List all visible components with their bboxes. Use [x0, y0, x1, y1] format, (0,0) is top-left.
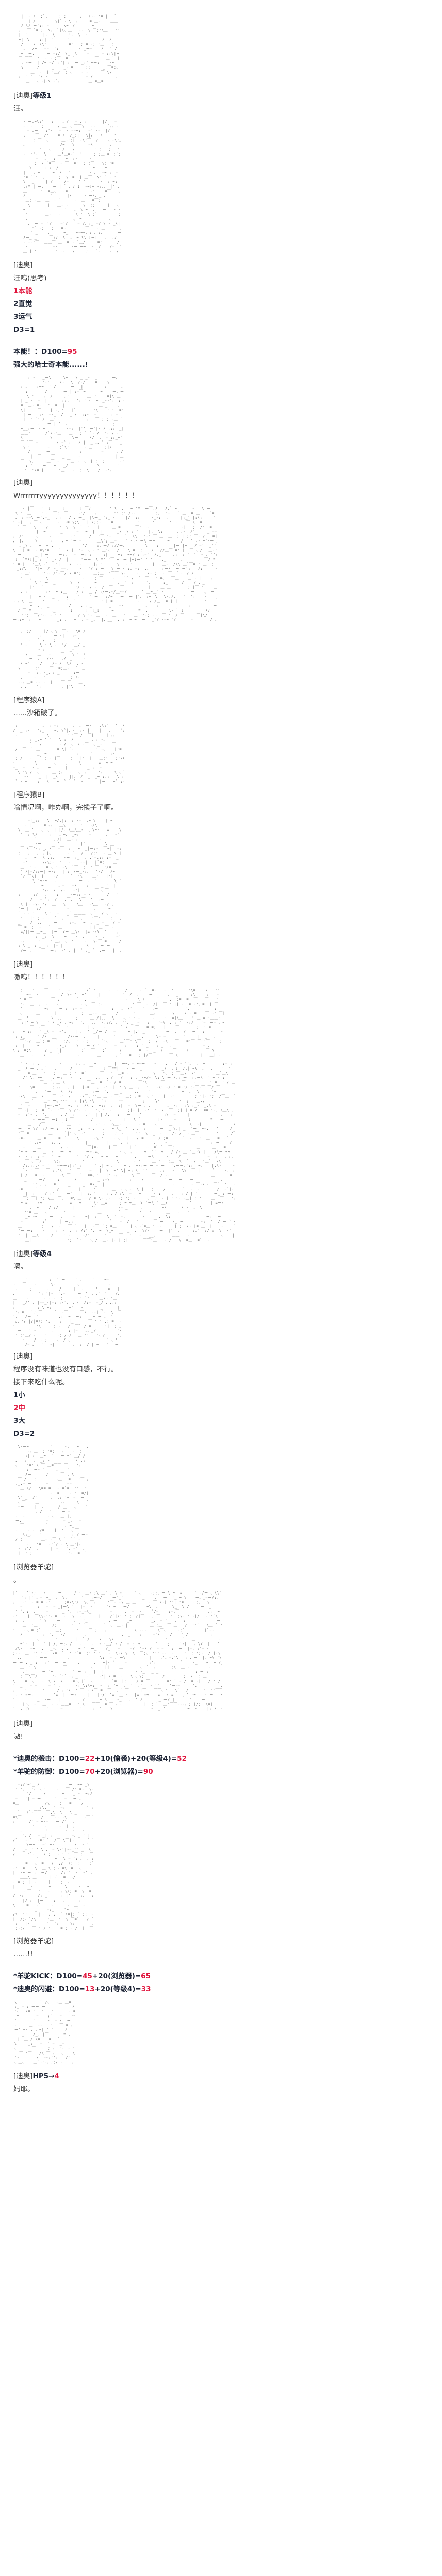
- speaker-line: [迪奥]等级1: [13, 90, 442, 103]
- ascii-art-dragon: ` - ; 、 ￣ -￣ :. 、 ~ ＿ ＿ | ー~、= ~-ー ￣- ＿ …: [18, 1062, 235, 1242]
- roll-total: 33: [141, 1985, 151, 1993]
- level-badge: 等级1: [32, 92, 52, 100]
- dialogue-line: 嗷!: [13, 1733, 23, 1741]
- roll-modifiers: +20(等级4)=: [94, 1985, 141, 1993]
- roll-total: 90: [143, 1768, 153, 1776]
- hp-value: 4: [54, 2072, 59, 2080]
- dialogue-line: 接下来吃什么呢。: [13, 1378, 69, 1386]
- roll-total: 52: [177, 1755, 187, 1763]
- speaker-name: [迪奥]: [13, 92, 33, 100]
- roll-value: 95: [67, 348, 77, 356]
- ascii-art-scattered-debris: :; : _ ￣ : - ー \` : . ~ / - ` =. ~ ' :\=…: [13, 988, 224, 1057]
- ascii-art-alpaca-closeup: =:/`~`_ / ー ~~ _\ : '、 :、 、: - ￣ /: =~ \…: [13, 1783, 93, 1930]
- ascii-art-husky-lying: | ~ / ;`. ＿ ; : ー .ー \~~ '= | ＿` ; | / \…: [19, 14, 119, 83]
- dialogue-line: 嗝。: [13, 1263, 27, 1271]
- speaker-name: [程序猿A]: [13, 696, 45, 704]
- roll-value: 13: [85, 1985, 95, 1993]
- roll-result: 本能！：D100=95: [13, 346, 442, 359]
- roll-value: 22: [85, 1755, 95, 1763]
- spacer: [0, 336, 442, 346]
- ascii-art-monkey-b: ; ￣ ＿ 、 : =; 、 、 ー- .\:` ＿' \ー_- / _ :- …: [13, 724, 124, 784]
- option: 3大: [13, 1417, 25, 1425]
- speaker-line: [迪奥]HP5→4: [13, 2070, 442, 2083]
- roll-total: 65: [141, 1972, 151, 1980]
- dice-roll: D3=1: [13, 326, 35, 334]
- roll-value: 45: [83, 1972, 92, 1980]
- dialogue-line: ……!!: [13, 1950, 33, 1958]
- level-badge: 等级4: [32, 1250, 52, 1258]
- ascii-art-tree-branches: - |￣ ' ; ; ' ; ￣/ ＿ ' \ 、 ~ '=` ー￣./ /.`…: [13, 506, 217, 622]
- ascii-art-husky-sitting: - ー.~\:' ;'￣ 、/＿ = 、; ＿ |/ = = : ~~ ._ー …: [23, 120, 121, 253]
- ascii-art-monkey-a: 、 ;/ |/ 、\ _￣- \= / ＿| ; . ー -| ;= ＿ _ ~…: [18, 629, 85, 689]
- speaker-name: [迪奥]: [13, 1250, 33, 1258]
- ascii-art-husky-rearing: ; - _ー\ \~ \ _ _- _ ー、 :-' \~ー \ /-/ _ =…: [21, 376, 124, 472]
- option-selected: 2中: [13, 1404, 25, 1412]
- ascii-art-husky-howl: ` =|_;; \| ~/.|; ; -= .~ \ |;~＿ ー. | = 、…: [18, 819, 121, 953]
- roll-label: *迪奥的闪避：D100=: [13, 1985, 85, 1993]
- roll-modifiers: +10(偷袭)+20(等级4)=: [94, 1755, 177, 1763]
- option: 1小: [13, 1391, 25, 1399]
- roll-label: *迪奥的袭击：D100=: [13, 1755, 85, 1763]
- dice-roll: D3=2: [13, 1430, 35, 1438]
- speaker-name: [迪奥]: [13, 261, 33, 269]
- dialogue-line: 嗷呜！！！！！！: [13, 973, 69, 981]
- ascii-art-alpaca-standing: \-ー~＿ ` -. ~; . -、＿_ ; :=; 、ー|- ; :| : ＿…: [15, 1445, 88, 1555]
- spacer: [0, 1961, 442, 1970]
- dialogue-line: Wrrrrrrryyyyyyyyyyyyyy！！！！！！: [13, 492, 139, 500]
- roll-line-attack: *迪奥的袭击：D100=22+10(偷袭)+20(等级4)=52: [13, 1753, 442, 1766]
- roll-line-defense: *羊驼的防御：D100=70+20(浏览器)=90: [13, 1766, 442, 1778]
- ascii-art-alpaca-kick: \ ~_ー ` /、 ~＿ ＿= ー ;_ = :`ーー ー / ＿ :、 /=…: [14, 2000, 75, 2064]
- roll-label: 本能！：D100=: [13, 348, 68, 356]
- ascii-art-running-animal: |' ￣'`-; - | ー /.:￣＿- ;\ ＿' ; \ - `.、 _ …: [13, 1591, 222, 1711]
- post-body: | ~ / ;`. ＿ ; : ー .ー \~~ '= | ＿` ; | / \…: [0, 14, 442, 2093]
- speaker-name: [迪奥]: [13, 1720, 33, 1728]
- roll-modifiers: +20(浏览器)=: [94, 1768, 143, 1776]
- hp-label: HP5→: [32, 2072, 55, 2080]
- spacer: [0, 1743, 442, 1753]
- speaker-line: [迪奥]等级4: [13, 1248, 442, 1261]
- roll-line-kick: *羊驼KICK：D100=45+20(浏览器)=65: [13, 1970, 442, 1983]
- result-text: 强大的哈士奇本能......!: [13, 361, 88, 369]
- dialogue-line: 啥情况啊，咋办啊，完犊子了啊。: [13, 804, 118, 812]
- roll-label: *羊驼的防御：D100=: [13, 1768, 85, 1776]
- speaker-name: [迪奥]: [13, 2072, 33, 2080]
- roll-modifiers: +20(浏览器)=: [92, 1972, 141, 1980]
- ascii-art-bird-bones: ` :; ` ー ` . ' ~= ~ ￣_ ~ \. 、 ~ -' ;_ . …: [13, 1278, 121, 1347]
- option: 2直觉: [13, 300, 32, 308]
- dialogue-line: ......沙箱破了。: [13, 709, 62, 717]
- speaker-name: [迪奥]: [13, 479, 33, 487]
- speaker-name: [浏览器羊驼]: [13, 1937, 54, 1945]
- dialogue-line: 程序没有味道也没有口感，不行。: [13, 1365, 118, 1374]
- roll-label: *羊驼KICK：D100=: [13, 1972, 83, 1980]
- dialogue-line: 妈耶。: [13, 2085, 35, 2093]
- dialogue-line: 汪。: [13, 105, 27, 113]
- speaker-name: [程序猿B]: [13, 791, 45, 799]
- speaker-name: [迪奥]: [13, 960, 33, 969]
- option-selected: 1本能: [13, 287, 32, 295]
- dialogue-line: 。: [13, 1576, 21, 1584]
- speaker-name: [浏览器羊驼]: [13, 1563, 54, 1571]
- speaker-name: [迪奥]: [13, 1352, 33, 1361]
- roll-value: 70: [85, 1768, 95, 1776]
- option: 3运气: [13, 313, 32, 321]
- dialogue-line: 汪呜(思考): [13, 274, 47, 282]
- roll-line-dodge: *迪奥的闪避：D100=13+20(等级4)=33: [13, 1983, 442, 1996]
